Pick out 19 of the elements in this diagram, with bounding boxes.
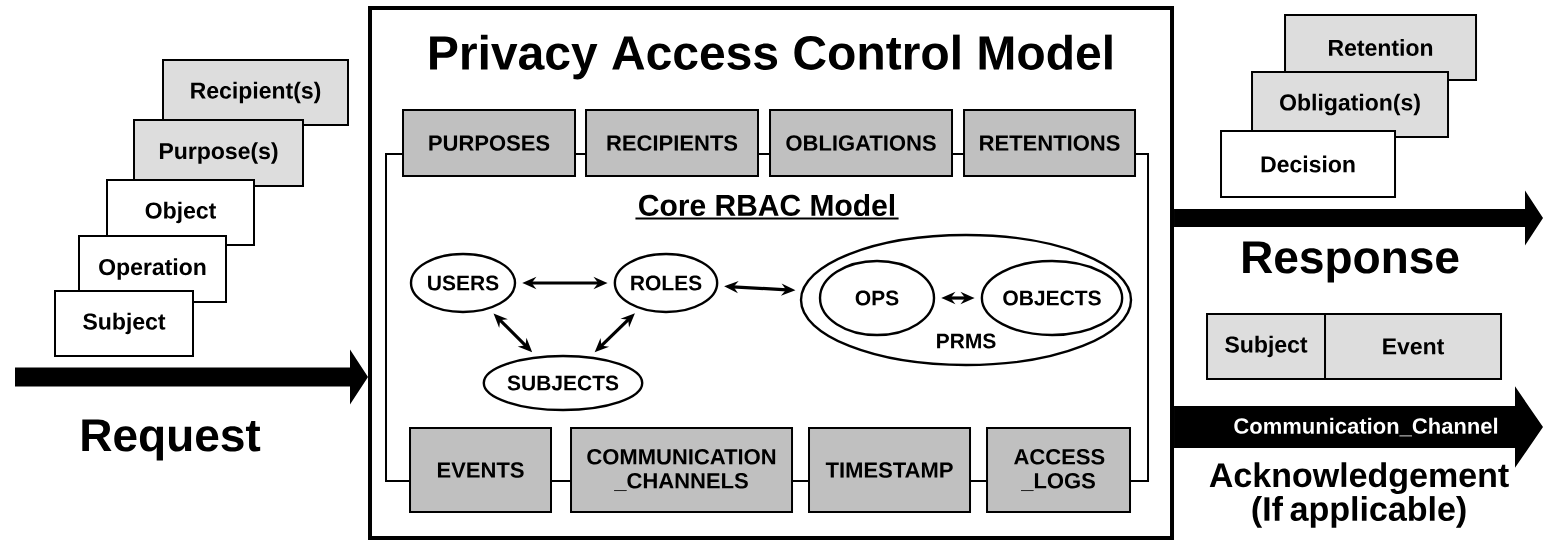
attribute-box: OBLIGATIONS <box>769 109 953 177</box>
edge-label: Request <box>77 417 263 463</box>
attribute-box: RECIPIENTS <box>585 109 759 177</box>
attribute-box: ACCESS _LOGS <box>986 427 1131 513</box>
attribute-box: TIMESTAMP <box>808 427 971 513</box>
response-field-box: Subject <box>1206 313 1326 380</box>
request-field-box: Subject <box>54 290 194 357</box>
edge-label: Response <box>1238 239 1462 285</box>
request-field-box: Purpose(s) <box>133 119 304 187</box>
response-field-box: Obligation(s) <box>1251 71 1449 138</box>
attribute-box: EVENTS <box>409 427 552 513</box>
response-field-box: Event <box>1324 313 1503 380</box>
note-text: Acknowledgement (If applicable) <box>1209 462 1509 528</box>
request-field-box: Recipient(s) <box>162 59 349 126</box>
attribute-box: RETENTIONS <box>963 109 1136 177</box>
response-field-box: Decision <box>1220 130 1396 198</box>
attribute-box: COMMUNICATION _CHANNELS <box>570 427 793 513</box>
attribute-box: PURPOSES <box>402 109 576 177</box>
edge-label: Communication_Channel <box>1231 415 1501 439</box>
